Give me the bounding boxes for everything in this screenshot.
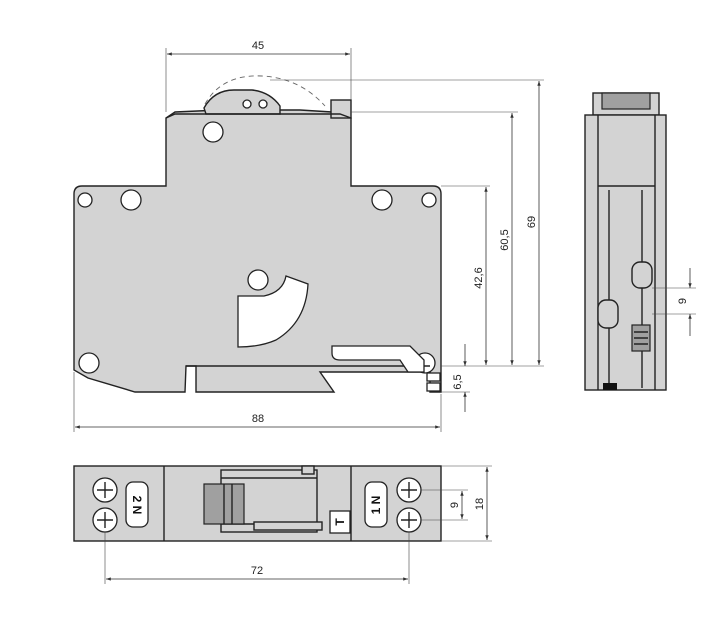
lever-swing-arc	[204, 75, 326, 107]
front-dimensions: 45 88 69 60,5 42,6 6,5	[73, 40, 544, 432]
dim-72: 72	[251, 565, 263, 577]
clip-tab-1	[426, 372, 441, 382]
side-oval-lower	[597, 299, 619, 329]
dim-60-5: 60,5	[499, 229, 511, 250]
side-foot	[603, 383, 617, 390]
terminal-left: 2 N	[92, 477, 149, 533]
corner-hole-tl	[77, 192, 93, 208]
front-view	[73, 75, 442, 393]
dim-6-5: 6,5	[452, 374, 464, 389]
center-hole	[247, 269, 269, 291]
bottom-dimensions: 72 9 18	[104, 465, 492, 584]
breaker-body-front	[73, 109, 442, 393]
center-bottom-bar	[253, 521, 323, 531]
label-box-left	[125, 481, 149, 528]
lever-pin-1	[242, 99, 252, 109]
dim-88: 88	[252, 413, 264, 425]
upper-hole	[202, 121, 224, 143]
test-button	[329, 510, 351, 534]
toggle-lever	[203, 89, 281, 115]
dim-bottom-9: 9	[449, 502, 461, 508]
side-body	[584, 114, 667, 391]
label-box-right	[364, 481, 388, 528]
side-lines	[597, 115, 656, 390]
dim-45: 45	[252, 40, 264, 52]
label-1n: 1 N	[369, 496, 383, 515]
dim-side-9: 9	[677, 298, 689, 304]
side-handle	[601, 92, 651, 110]
dim-42-6: 42,6	[473, 267, 485, 288]
terminal-hole-right	[371, 189, 393, 211]
side-oval-upper	[631, 261, 653, 289]
rail-clip	[331, 345, 425, 373]
clip-tab-2	[426, 382, 441, 392]
dim-69: 69	[526, 216, 538, 228]
mechanism-cutout	[237, 275, 309, 348]
terminal-right: 1 N	[364, 477, 422, 533]
side-view	[584, 92, 667, 391]
side-dimensions: 9	[652, 268, 696, 336]
test-label: T	[333, 518, 347, 526]
label-2n: 2 N	[130, 496, 144, 515]
corner-hole-tr	[421, 192, 437, 208]
center-tab	[301, 465, 315, 475]
terminal-hole-left	[120, 189, 142, 211]
top-edge-line	[165, 113, 352, 119]
bottom-view: T 2 N 1 N	[73, 465, 442, 542]
corner-hole-bl	[78, 352, 100, 374]
dim-18: 18	[474, 498, 486, 510]
handle-cap	[330, 99, 352, 119]
side-inner-lines	[608, 190, 643, 388]
bottom-dividers	[163, 466, 352, 541]
lever-pin-2	[258, 99, 268, 109]
